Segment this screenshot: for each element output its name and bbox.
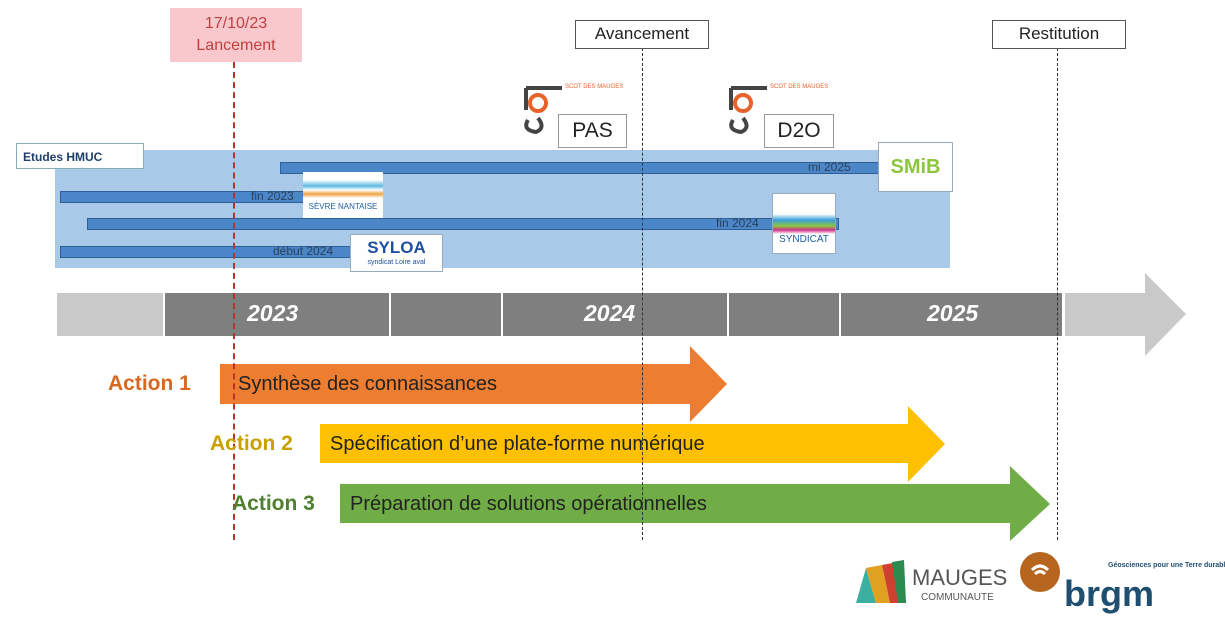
action-1-text: Synthèse des connaissances <box>238 373 498 395</box>
brgm-tagline: Géosciences pour une Terre durable <box>1108 562 1225 569</box>
year-label: 2025 <box>927 300 979 326</box>
action-3-text: Préparation de solutions opérationnelles <box>350 493 707 515</box>
syloa-name: SYLOA <box>367 238 426 257</box>
syloa-logo: SYLOA syndicat Loire aval <box>350 234 443 272</box>
mauges-name: MAUGES <box>912 565 1008 590</box>
syloa-subtitle: syndicat Loire aval <box>367 259 426 266</box>
mauges-logo-icon <box>856 560 906 603</box>
action-2-text: Spécification d’une plate-forme numériqu… <box>330 433 705 455</box>
timeline-main <box>165 293 1062 336</box>
syndicat-logo: SYNDICAT <box>772 193 836 254</box>
pas-doc: PAS <box>558 114 627 148</box>
action-1-label: Action 1 <box>108 372 191 395</box>
scot-logo-icon <box>524 86 562 135</box>
smib-logo: SMiB <box>878 142 953 192</box>
brgm-logo-icon <box>1020 552 1060 592</box>
action-2-label: Action 2 <box>210 432 293 455</box>
study-bar-syndicat <box>87 218 839 230</box>
progress-line <box>642 48 643 540</box>
restitution-milestone: Restitution <box>992 20 1126 49</box>
scot-logo-icon <box>729 86 767 135</box>
launch-label: Lancement <box>196 37 276 54</box>
studies-title: Etudes HMUC <box>16 143 144 169</box>
restitution-line <box>1057 48 1058 540</box>
scot-logo-text: SCOT DES MAUGES <box>770 84 829 90</box>
timeline-segment-pre <box>57 293 163 336</box>
progress-milestone: Avancement <box>575 20 709 49</box>
action-3-arrow <box>340 466 1050 541</box>
launch-date: 17/10/23 <box>204 15 268 32</box>
action-3-label: Action 3 <box>232 492 315 515</box>
brgm-name: brgm <box>1064 573 1154 614</box>
study-bar-end: mi 2025 <box>808 160 851 174</box>
launch-line <box>233 62 235 540</box>
study-bar-end: début 2024 <box>273 244 334 258</box>
study-bar-end: fin 2024 <box>716 216 759 230</box>
action-1-arrow <box>220 346 727 422</box>
d2o-doc: D2O <box>764 114 834 148</box>
study-bar-end: fin 2023 <box>251 189 294 203</box>
timeline-separators <box>389 293 841 336</box>
timeline-arrow-head <box>1065 273 1186 356</box>
launch-milestone: 17/10/23 Lancement <box>170 8 302 62</box>
year-label: 2023 <box>247 300 299 326</box>
scot-logo-text: SCOT DES MAUGES <box>565 84 624 90</box>
year-label: 2024 <box>584 300 636 326</box>
mauges-subname: COMMUNAUTE <box>921 592 994 603</box>
sevre-nantaise-logo: SÈVRE NANTAISE <box>303 172 383 218</box>
action-2-arrow <box>320 406 945 482</box>
